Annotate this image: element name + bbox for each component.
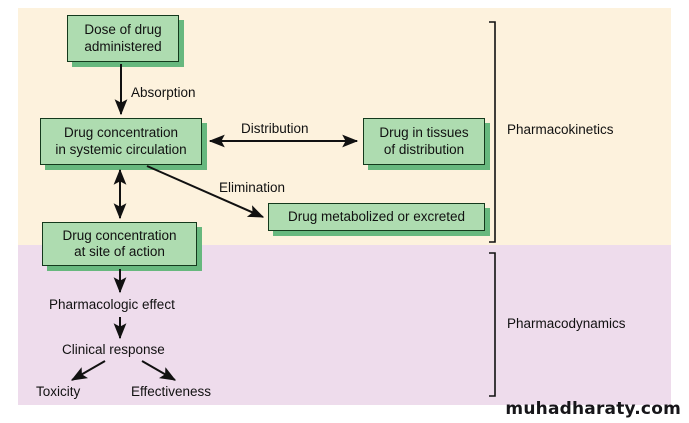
box-site-text: Drug concentration at site of action bbox=[62, 227, 177, 259]
box-tissues-text: Drug in tissues of distribution bbox=[379, 125, 469, 157]
region-pharmacodynamics bbox=[18, 245, 671, 405]
flow-label-effectiveness: Effectiveness bbox=[131, 384, 212, 399]
box-systemic-text: Drug concentration in systemic circulati… bbox=[55, 125, 187, 157]
box-dose-text: Dose of drug administered bbox=[84, 22, 162, 54]
box-drug-concentration-site-of-action[interactable]: Drug concentration at site of action bbox=[42, 222, 197, 266]
watermark: muhadharaty.com bbox=[505, 399, 681, 419]
flow-label-pharmacologic-effect: Pharmacologic effect bbox=[49, 297, 175, 312]
box-drug-concentration-systemic-circulation[interactable]: Drug concentration in systemic circulati… bbox=[40, 118, 202, 165]
box-metabolized-text: Drug metabolized or excreted bbox=[287, 208, 466, 224]
box-drug-metabolized-or-excreted[interactable]: Drug metabolized or excreted bbox=[268, 203, 485, 231]
region-label-pharmacokinetics: Pharmacokinetics bbox=[507, 122, 614, 137]
region-label-pharmacodynamics: Pharmacodynamics bbox=[507, 316, 626, 331]
flow-label-clinical-response: Clinical response bbox=[62, 342, 165, 357]
box-dose-of-drug-administered[interactable]: Dose of drug administered bbox=[67, 15, 179, 62]
arrow-label-distribution: Distribution bbox=[241, 121, 309, 136]
flow-label-toxicity: Toxicity bbox=[36, 384, 81, 399]
box-drug-in-tissues-of-distribution[interactable]: Drug in tissues of distribution bbox=[363, 118, 485, 165]
arrow-label-elimination: Elimination bbox=[219, 180, 286, 195]
arrow-label-absorption: Absorption bbox=[131, 85, 196, 100]
